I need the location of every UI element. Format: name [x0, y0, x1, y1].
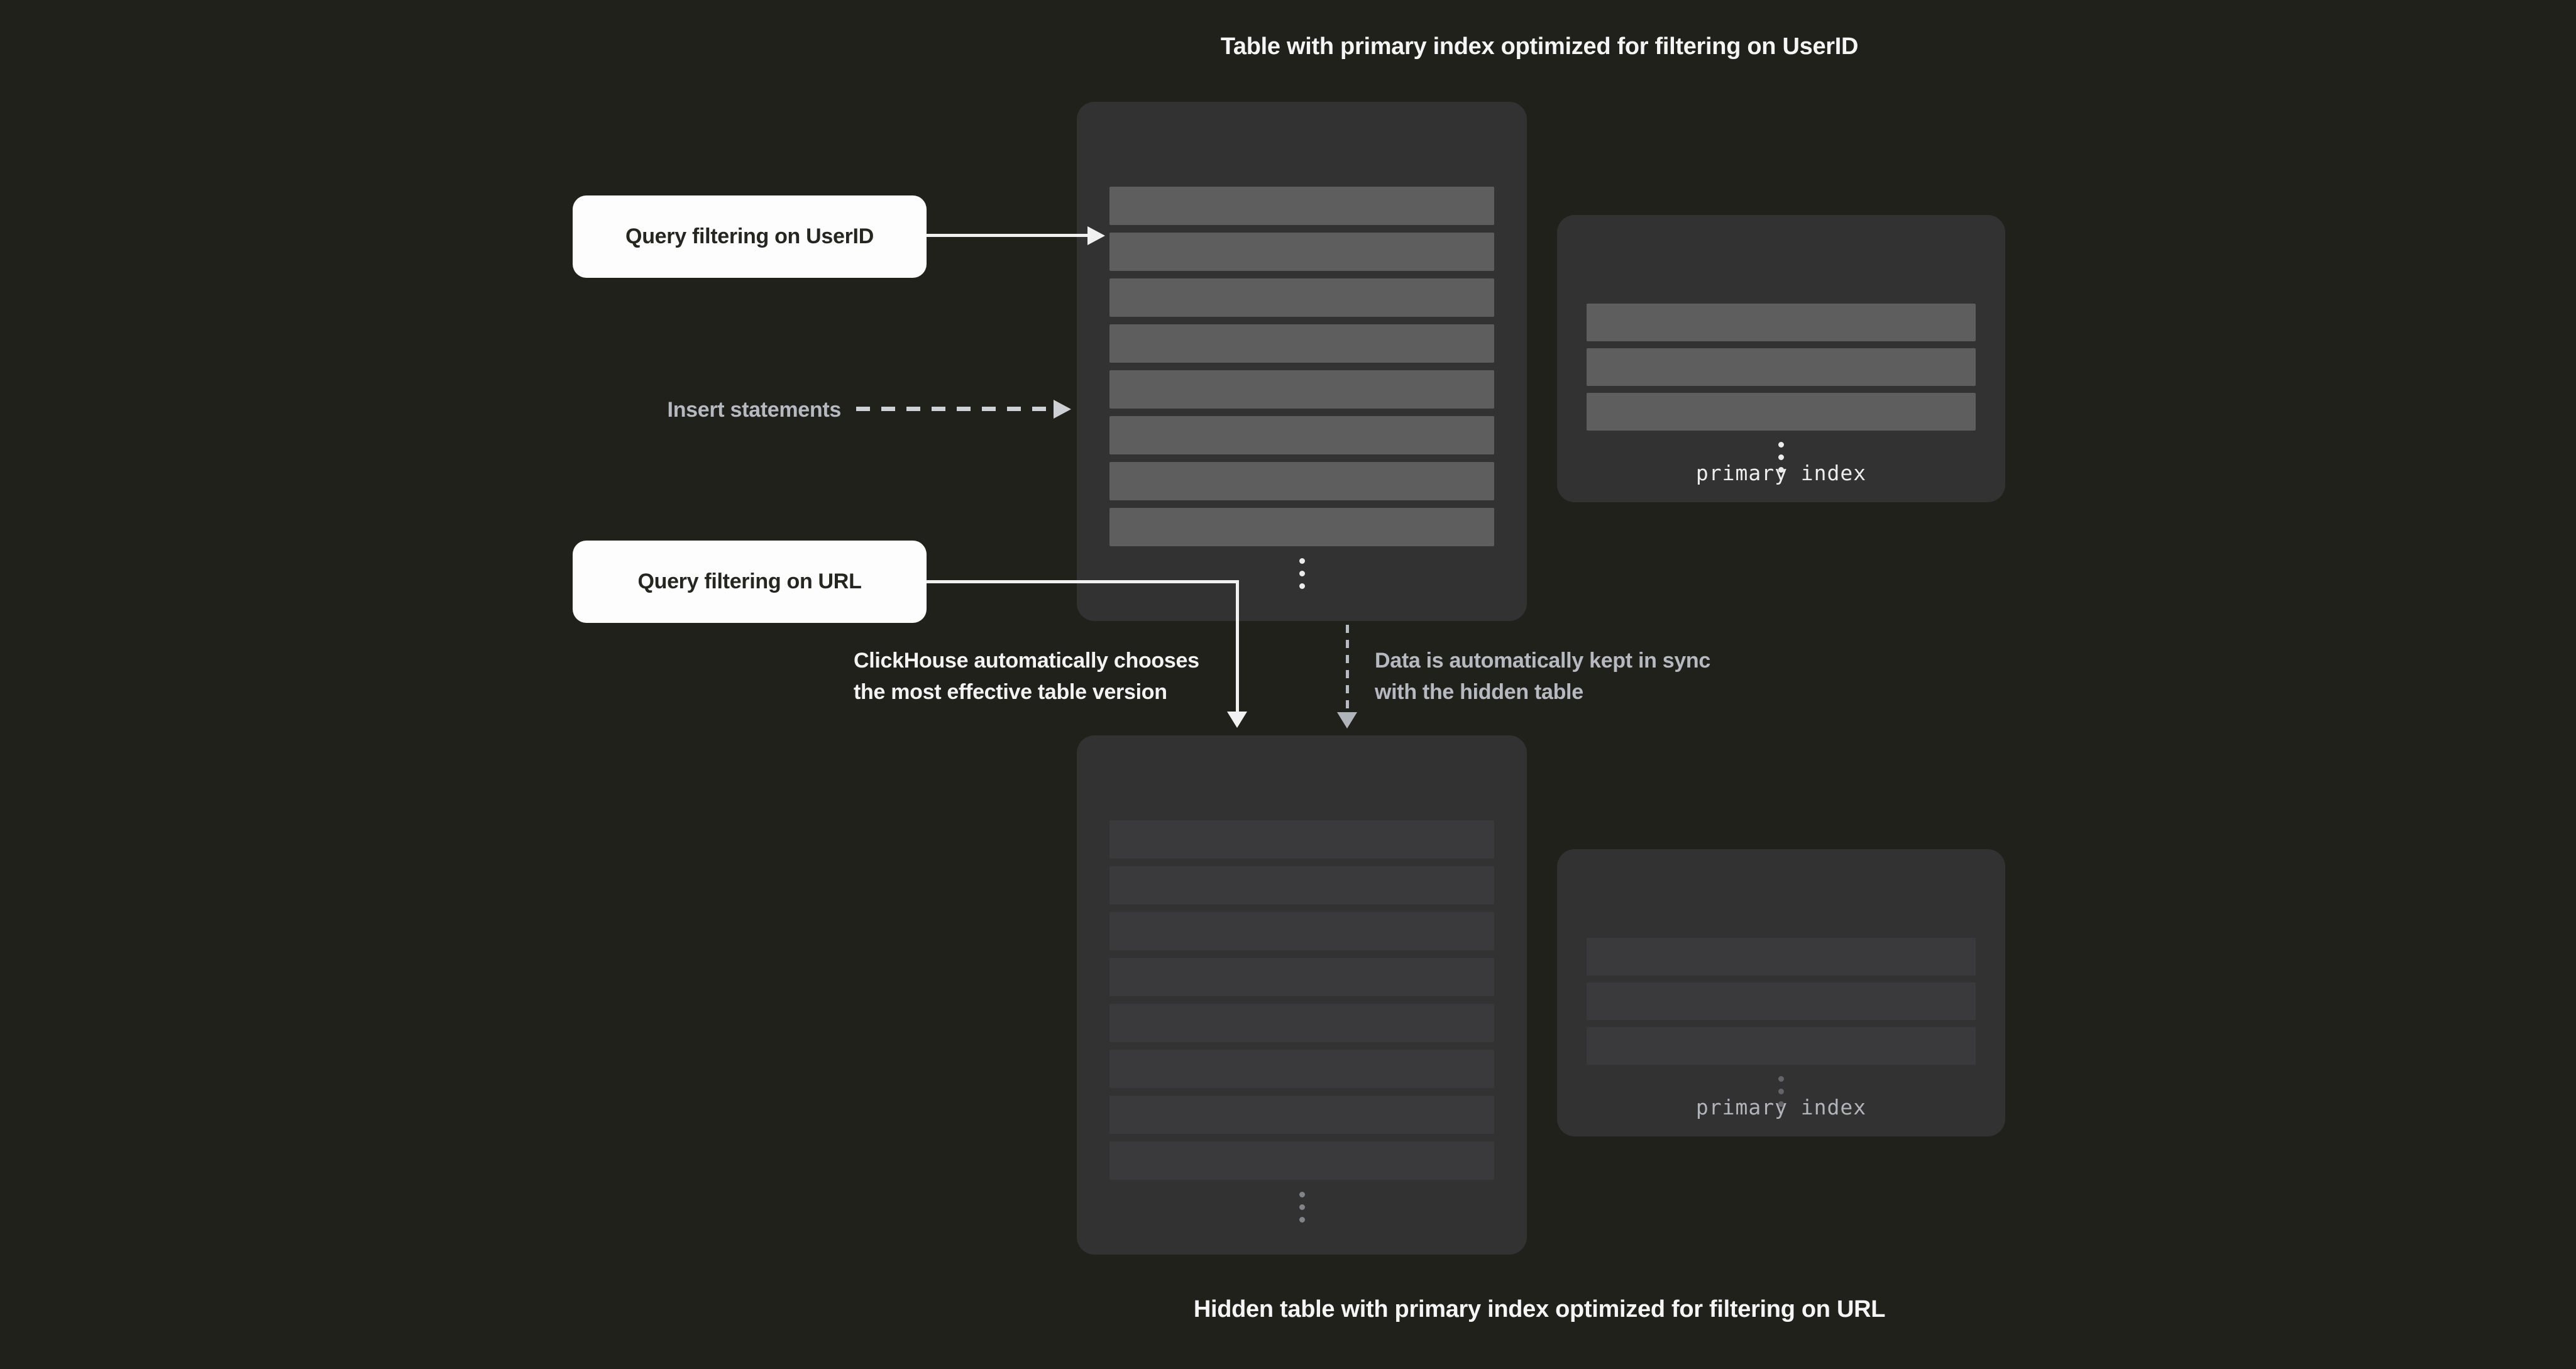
index-row [1587, 1027, 1976, 1065]
vertical-ellipsis-icon [1557, 442, 2005, 473]
index-row [1587, 348, 1976, 386]
sync-annotation-line1: Data is automatically kept in sync [1375, 649, 1710, 673]
arrow-right-icon [1087, 226, 1105, 245]
table-row [1109, 278, 1494, 317]
table-row [1109, 912, 1494, 950]
primary-index-top-panel: primary index [1557, 215, 2005, 502]
table-row [1109, 416, 1494, 454]
top-section-title: Table with primary index optimized for f… [1220, 33, 1859, 60]
table-row [1109, 370, 1494, 409]
primary-index-top-title: primary index [1695, 461, 1867, 485]
chooses-annotation: ClickHouse automatically chooses the mos… [854, 645, 1199, 708]
table-row [1109, 462, 1494, 500]
primary-index-bottom-rows [1587, 938, 1976, 1065]
chooses-annotation-line2: the most effective table version [854, 680, 1167, 704]
table1-rows [1109, 187, 1494, 546]
query-url-label: Query filtering on URL [573, 541, 927, 623]
table-row [1109, 233, 1494, 271]
index-row [1587, 938, 1976, 976]
vertical-ellipsis-icon [1077, 558, 1527, 589]
sync-dashed-line [1346, 625, 1349, 713]
vertical-ellipsis-icon [1077, 1192, 1527, 1223]
table-row [1109, 324, 1494, 363]
arrow-right-icon [1054, 400, 1071, 419]
table-row [1109, 820, 1494, 859]
url-arrow-horizontal-line [927, 580, 1239, 583]
bottom-section-title: Hidden table with primary index optimize… [1193, 1296, 1886, 1322]
table-row [1109, 187, 1494, 225]
table-row [1109, 866, 1494, 904]
query-userid-label: Query filtering on UserID [573, 195, 927, 278]
chooses-annotation-line1: ClickHouse automatically chooses [854, 649, 1199, 673]
insert-statements-label: Insert statements [667, 398, 842, 422]
arrow-down-icon [1227, 712, 1247, 728]
sync-annotation: Data is automatically kept in sync with … [1375, 645, 1710, 708]
table-row [1109, 1141, 1494, 1180]
insert-dashed-line [856, 407, 1055, 411]
table1-panel: table 1 [1077, 102, 1527, 621]
sync-annotation-line2: with the hidden table [1375, 680, 1583, 704]
index-row [1587, 393, 1976, 431]
table-row [1109, 958, 1494, 996]
url-arrow-vertical-line [1236, 580, 1239, 713]
vertical-ellipsis-icon [1557, 1076, 2005, 1107]
primary-index-top-rows [1587, 304, 1976, 431]
primary-index-bottom-title: primary index [1695, 1095, 1867, 1119]
table-row [1109, 1050, 1494, 1088]
arrow-down-icon [1337, 712, 1357, 728]
userid-arrow-line [927, 234, 1089, 237]
table-row [1109, 1004, 1494, 1042]
primary-index-bottom-panel: primary index [1557, 849, 2005, 1136]
table-row [1109, 508, 1494, 546]
hidden-table-rows [1109, 820, 1494, 1180]
index-row [1587, 304, 1976, 341]
hidden-table-panel: hidden table [1077, 735, 1527, 1255]
index-row [1587, 982, 1976, 1020]
table-row [1109, 1096, 1494, 1134]
